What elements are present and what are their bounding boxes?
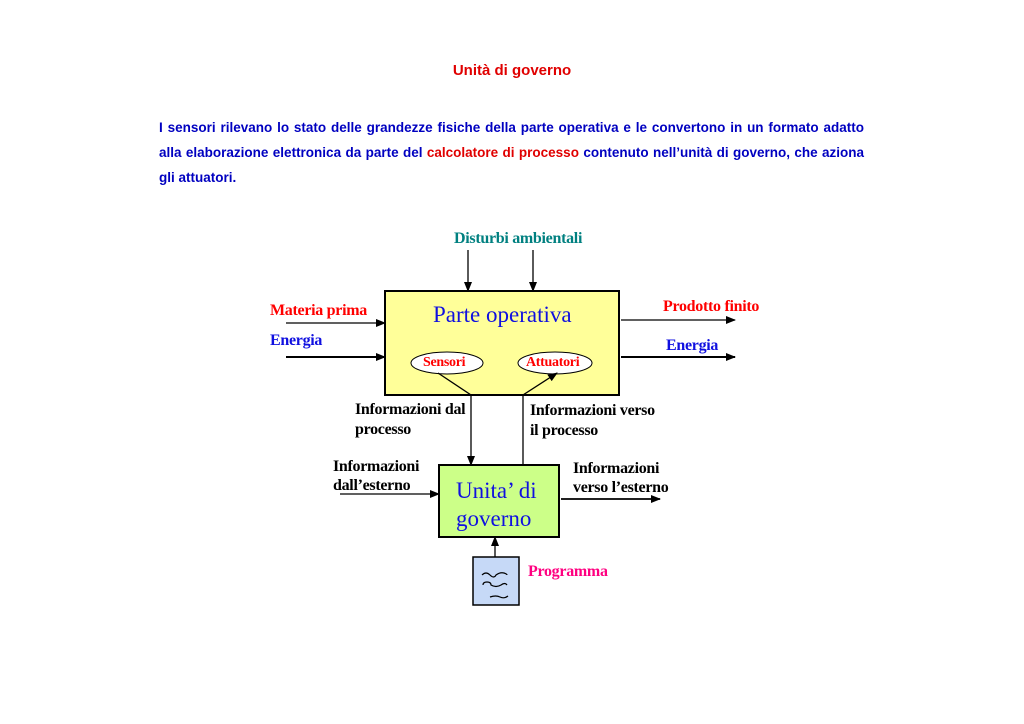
program-label: Programma: [528, 563, 608, 580]
paragraph-text-end: contenuto nell’unità di governo, che azi…: [159, 145, 865, 185]
program-box: [472, 556, 520, 606]
label-line: processo: [355, 421, 411, 438]
disturbances-label: Disturbi ambientali: [454, 230, 583, 247]
energy-output-label: Energia: [666, 337, 719, 354]
sensors-ellipse: [410, 351, 484, 375]
paragraph-text: I sensori rilevano lo stato delle grande…: [159, 120, 864, 160]
info-from-process-arrow: [437, 372, 475, 466]
label-line: governo: [456, 506, 532, 531]
paragraph-highlight: calcolatore di processo: [426, 145, 579, 160]
sensors-label: Sensori: [423, 355, 466, 370]
info-to-outside-label: Informazioni verso l’esterno: [573, 459, 669, 497]
label-line: Informazioni verso: [530, 402, 655, 419]
energy-input-label: Energia: [270, 332, 323, 349]
intro-paragraph: I sensori rilevano lo stato delle grande…: [159, 115, 864, 190]
material-input-label: Materia prima: [270, 302, 367, 319]
actuators-label: Attuatori: [526, 355, 580, 370]
info-to-process-arrow: [522, 372, 558, 465]
operative-part-box: [384, 290, 620, 396]
program-scribble-icon: [481, 572, 509, 599]
info-from-process-label: Informazioni dal processo: [355, 400, 466, 440]
label-line: dall’esterno: [333, 477, 411, 494]
operative-part-label: Parte operativa: [433, 302, 572, 327]
label-line: il processo: [530, 422, 598, 439]
label-line: Informazioni dal: [355, 401, 466, 418]
label-line: verso l’esterno: [573, 479, 669, 496]
control-unit-label: Unita’ di governo: [456, 477, 537, 533]
info-from-outside-label: Informazioni dall’esterno: [333, 457, 419, 495]
page-title: Unità di governo: [452, 62, 572, 79]
info-to-process-label: Informazioni verso il processo: [530, 401, 655, 441]
label-line: Informazioni: [573, 460, 660, 477]
label-line: Informazioni: [333, 458, 420, 475]
product-output-label: Prodotto finito: [663, 298, 760, 315]
label-line: Unita’ di: [456, 478, 537, 503]
control-unit-box: [438, 464, 560, 538]
